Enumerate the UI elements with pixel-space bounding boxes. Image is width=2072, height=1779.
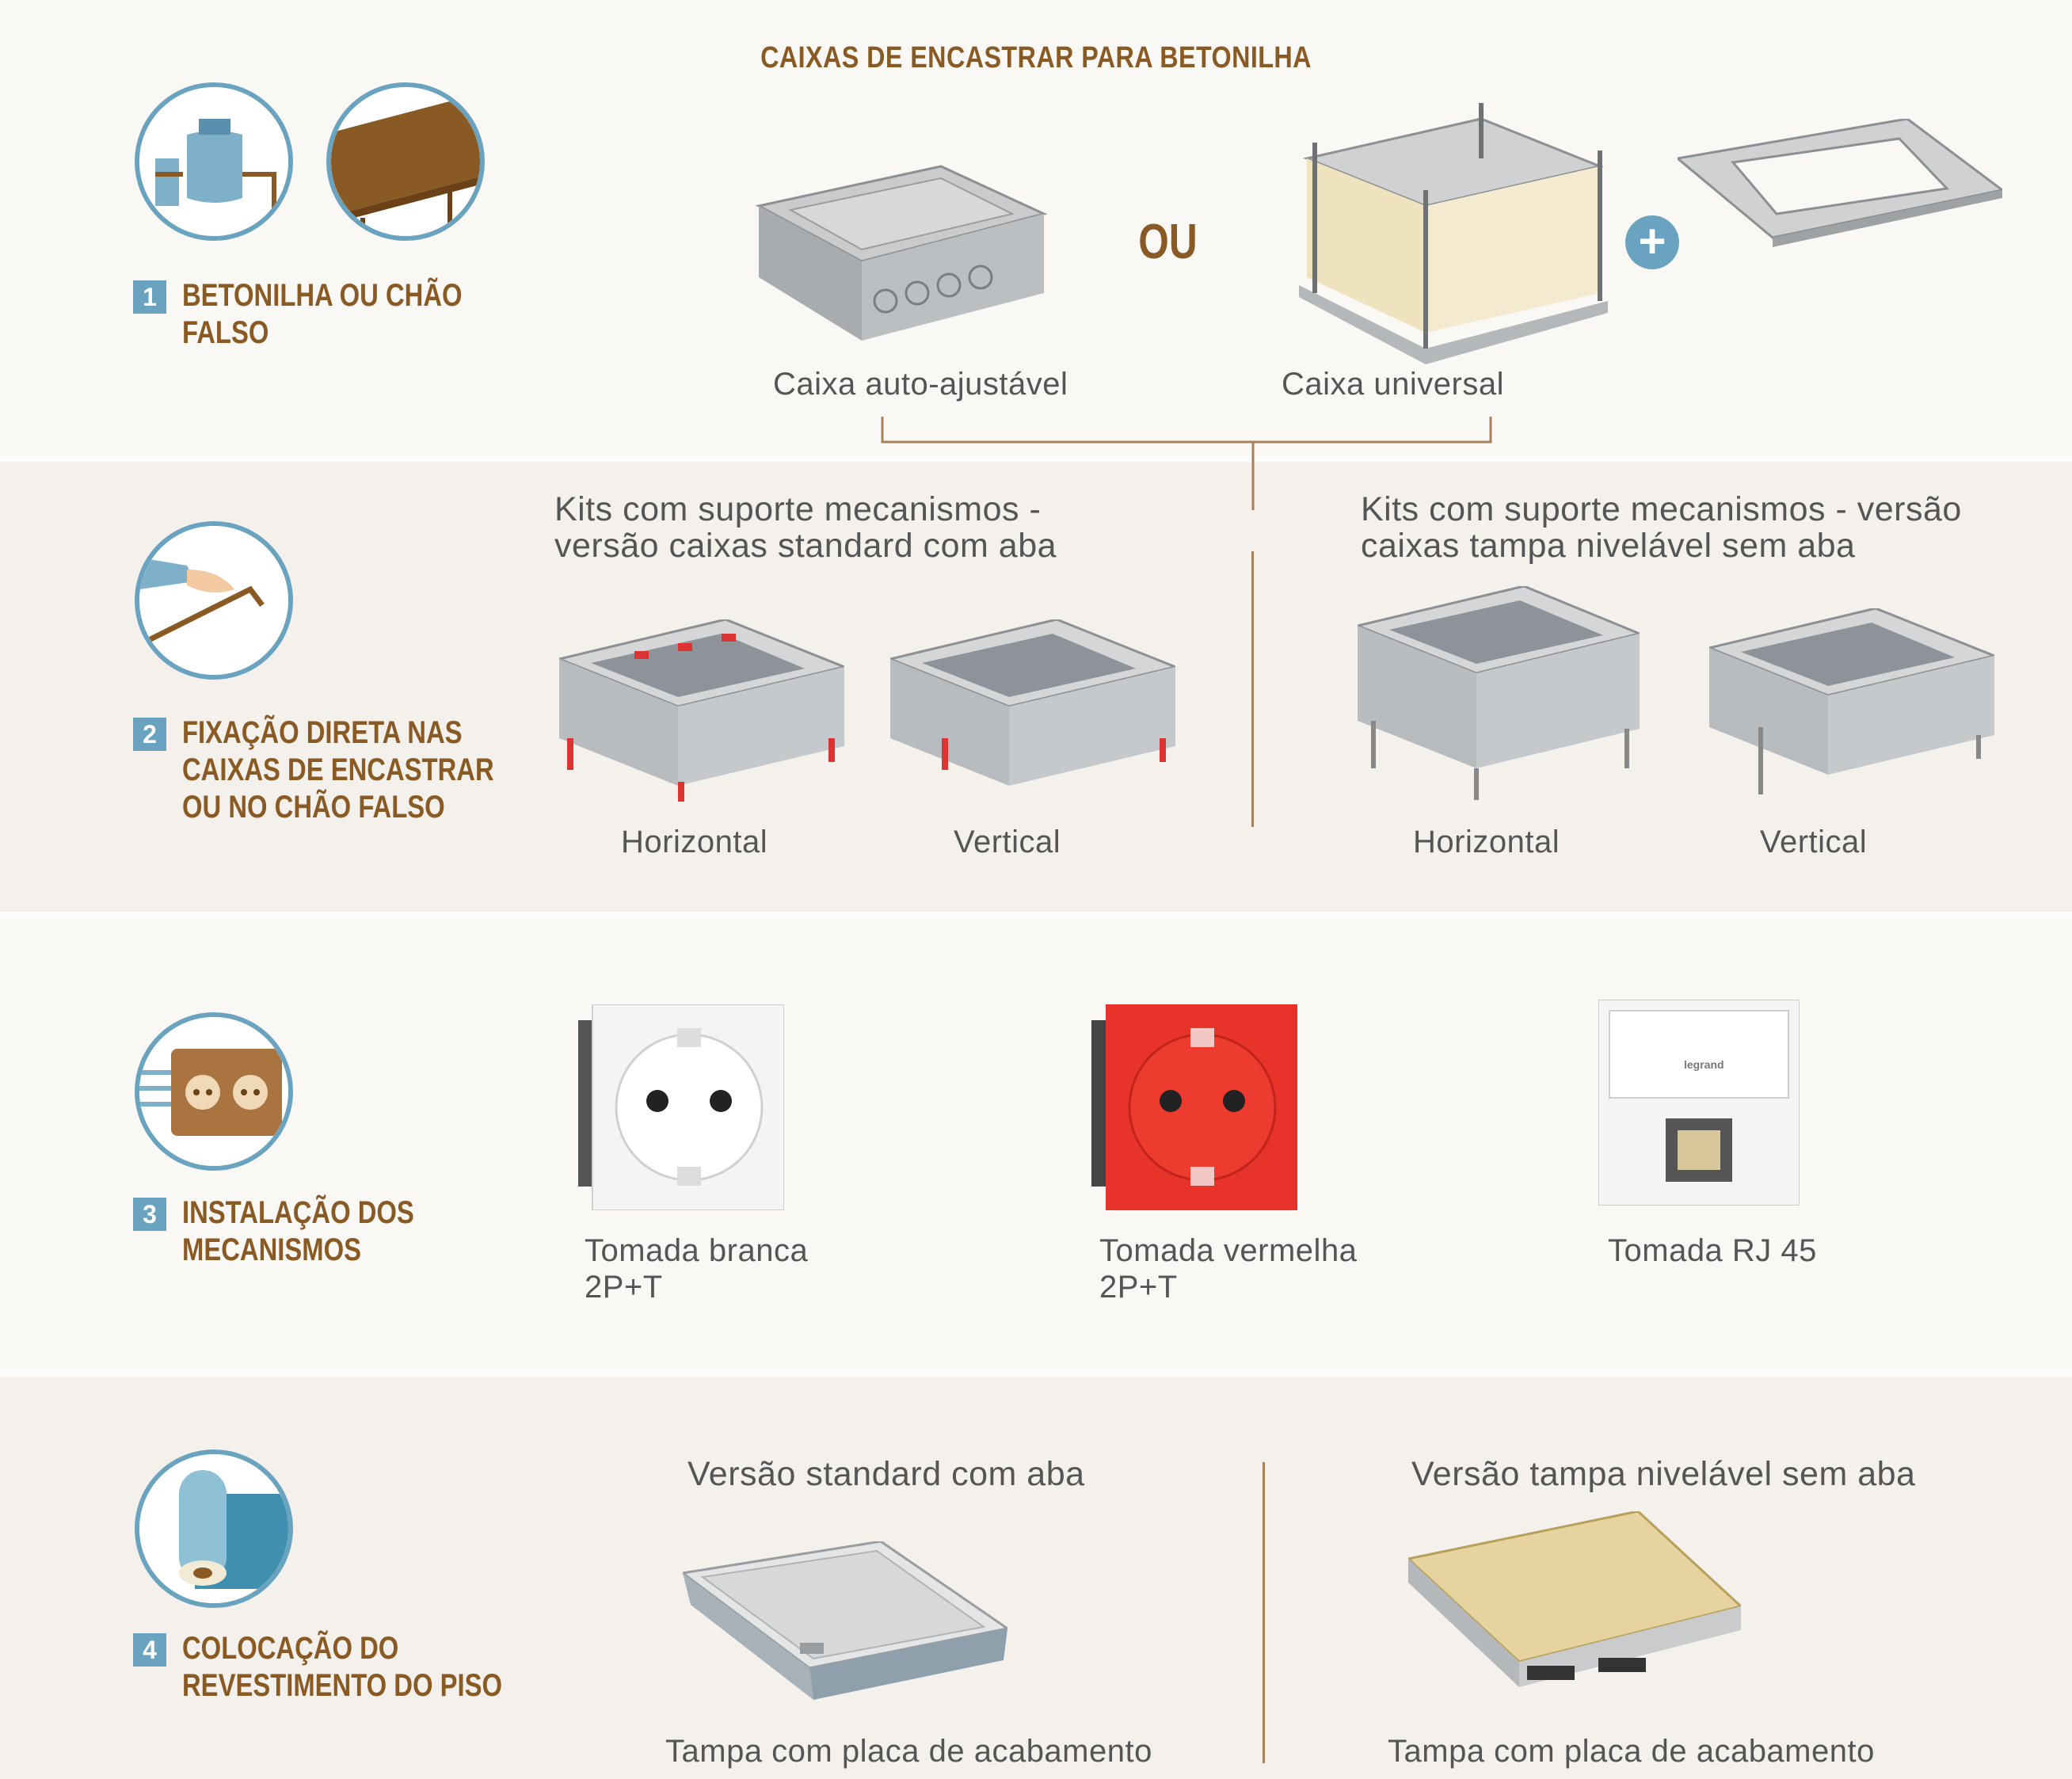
section-4-band: [0, 1377, 2072, 1779]
step-number: 1: [133, 280, 166, 314]
step-title: BETONILHA OU CHÃO FALSO: [182, 278, 463, 350]
red-socket-image: [1091, 1004, 1297, 1214]
kit-standard-vertical-label: Vertical: [954, 825, 1061, 859]
nivelavel-cover-image: [1405, 1510, 1744, 1705]
nivelavel-version-title: Versão tampa nivelável sem aba: [1411, 1455, 1916, 1493]
kit-nivelavel-vertical-image: [1705, 607, 1998, 810]
kits-standard-title: Kits com suporte mecanismos - versão cai…: [554, 490, 1057, 565]
standard-cover-image: [680, 1540, 1011, 1720]
step-number: 4: [133, 1633, 166, 1667]
self-adjusting-box-label: Caixa auto-ajustável: [773, 367, 1068, 402]
floor-roll-icon: [135, 1449, 293, 1608]
kits-nivelavel-title: Kits com suporte mecanismos - versão cai…: [1361, 490, 1962, 565]
white-socket-label: Tomada branca 2P+T: [585, 1233, 809, 1305]
concrete-mixer-icon: [135, 82, 293, 241]
or-text: OU: [1138, 215, 1198, 269]
step-title: INSTALAÇÃO DOS MECANISMOS: [182, 1195, 414, 1267]
hand-fixing-icon: [135, 521, 293, 680]
kit-standard-horizontal-label: Horizontal: [621, 825, 768, 859]
step-2: 2 FIXAÇÃO DIRETA NAS CAIXAS DE ENCASTRAR…: [133, 714, 562, 826]
step-number: 3: [133, 1198, 166, 1231]
raised-floor-icon: [326, 82, 485, 241]
divider: [1263, 1462, 1265, 1763]
white-socket-image: [578, 1004, 785, 1214]
standard-cover-label: Tampa com placa de acabamento: [665, 1734, 1152, 1769]
step-4: 4 COLOCAÇÃO DO REVESTIMENTO DO PISO: [133, 1630, 573, 1705]
frame-accessory-image: [1674, 117, 2005, 273]
rj45-socket-label: Tomada RJ 45: [1608, 1233, 1817, 1268]
step-title: COLOCAÇÃO DO REVESTIMENTO DO PISO: [182, 1631, 503, 1703]
kit-standard-horizontal-image: [555, 618, 848, 806]
kit-nivelavel-horizontal-image: [1354, 585, 1644, 812]
step-title: FIXAÇÃO DIRETA NAS CAIXAS DE ENCASTRAR O…: [182, 715, 494, 825]
kit-standard-vertical-image: [886, 618, 1179, 806]
red-socket-label: Tomada vermelha 2P+T: [1099, 1233, 1358, 1305]
nivelavel-cover-label: Tampa com placa de acabamento: [1388, 1734, 1875, 1769]
kit-nivelavel-vertical-label: Vertical: [1760, 825, 1868, 859]
self-adjusting-box-image: [743, 135, 1060, 352]
rj45-socket-image: legrand: [1598, 999, 1800, 1209]
divider: [1251, 551, 1254, 827]
brand-text: legrand: [1684, 1058, 1724, 1071]
socket-icon: [135, 1012, 293, 1171]
plus-icon: +: [1625, 215, 1679, 269]
universal-box-label: Caixa universal: [1282, 367, 1504, 402]
bracket-connector: [881, 417, 1492, 510]
step-1: 1 BETONILHA OU CHÃO FALSO: [133, 277, 524, 352]
kit-nivelavel-horizontal-label: Horizontal: [1413, 825, 1560, 859]
standard-version-title: Versão standard com aba: [687, 1455, 1085, 1493]
step-3: 3 INSTALAÇÃO DOS MECANISMOS: [133, 1194, 465, 1269]
step-number: 2: [133, 718, 166, 751]
page-title: CAIXAS DE ENCASTRAR PARA BETONILHA: [760, 41, 1312, 74]
universal-box-image: [1283, 95, 1616, 368]
